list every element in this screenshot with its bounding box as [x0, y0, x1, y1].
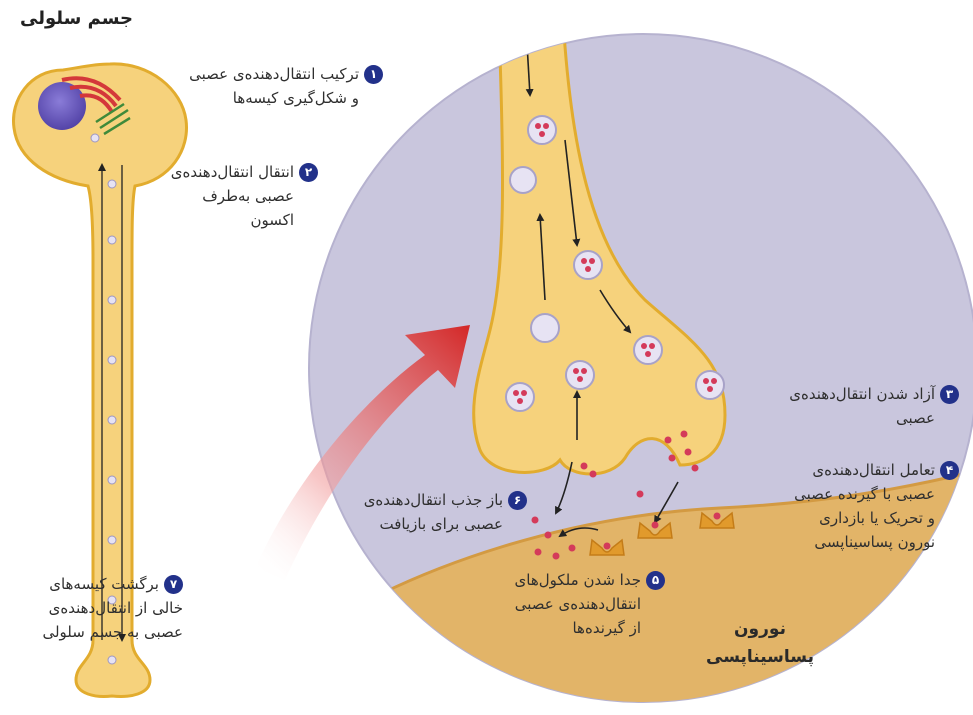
step-6-label: ۶باز جذب انتقال‌دهنده‌ی عصبی برای بازیاف… [364, 488, 527, 536]
step-1-label: ۱ترکیب انتقال‌دهنده‌ی عصبی و شکل‌گیری کی… [189, 62, 383, 110]
step-2-badge: ۲ [299, 163, 318, 182]
step-4-label: ۴تعامل انتقال‌دهنده‌ی عصبی با گیرنده عصب… [794, 458, 959, 554]
nucleus [38, 82, 86, 130]
step-6-badge: ۶ [508, 491, 527, 510]
title: جسم سلولی [20, 8, 133, 29]
step-7-badge: ۷ [164, 575, 183, 594]
step-4-badge: ۴ [940, 461, 959, 480]
postsynaptic-label: نورون پساسیناپسی [690, 615, 830, 671]
step-1-badge: ۱ [364, 65, 383, 84]
step-5-label: ۵جدا شدن ملکول‌های انتقال‌دهنده‌ی عصبی ا… [515, 568, 665, 640]
step-2-label: ۲انتقال انتقال‌دهنده‌ی عصبی به‌طرف اکسون [171, 160, 318, 232]
step-3-label: ۳آزاد شدن انتقال‌دهنده‌ی عصبی [789, 382, 959, 430]
step-5-badge: ۵ [646, 571, 665, 590]
step-3-badge: ۳ [940, 385, 959, 404]
step-7-label: ۷برگشت کیسه‌های خالی از انتقال‌دهنده‌ی ع… [42, 572, 183, 644]
